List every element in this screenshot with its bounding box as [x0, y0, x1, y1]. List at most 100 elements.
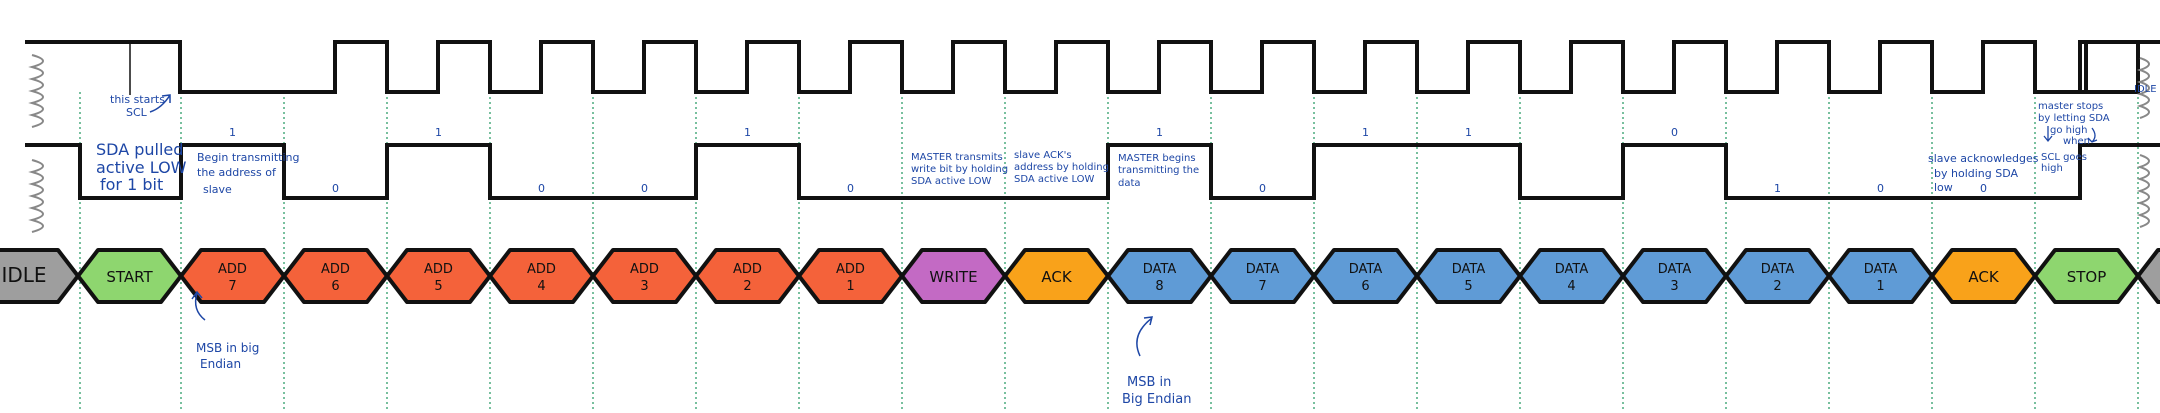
bit-value-label: 0: [641, 182, 648, 195]
note-line: active LOW: [96, 158, 187, 177]
note-line: by holding SDA: [1934, 167, 2018, 180]
bit-value-label: 0: [847, 182, 854, 195]
segment-label: WRITE: [929, 268, 977, 286]
bit-value-label: 1: [744, 126, 751, 139]
note-line: address by holding: [1014, 162, 1109, 173]
note-line: MASTER transmits: [911, 152, 1003, 163]
bit-value-label: 1: [1156, 126, 1163, 139]
scl-waveform: [25, 40, 2160, 94]
scl-start-note: this starts SCL: [110, 93, 171, 119]
right-break-squiggle-bottom: [2136, 154, 2150, 228]
bit-value-label: 1: [1362, 126, 1369, 139]
idle-right-note: IDLE: [2134, 84, 2157, 95]
note-line: the address of: [197, 166, 277, 179]
segment-label: STOP: [2067, 268, 2107, 286]
note-line: write bit by holding: [911, 164, 1008, 175]
slave-ack-note: slave ACK's address by holding SDA activ…: [1014, 150, 1109, 185]
master-write-note: MASTER transmits write bit by holding SD…: [911, 152, 1008, 187]
segment-idle-tail: [2136, 248, 2160, 304]
note-line: low: [1934, 181, 1953, 194]
arrow-icon: [191, 290, 206, 321]
note-line: Big Endian: [1122, 392, 1191, 407]
bit-value-label: 1: [229, 126, 236, 139]
left-break-squiggle-bottom: [28, 159, 44, 233]
note-line: Begin transmitting: [197, 151, 300, 164]
note-line: MSB in big: [196, 341, 259, 355]
note-line: slave ACK's: [1014, 150, 1072, 161]
note-line: this starts: [110, 93, 165, 106]
bit-value-label: 1: [435, 126, 442, 139]
sda-waveform: [25, 143, 2160, 200]
note-line: MASTER begins: [1118, 153, 1196, 164]
note-line: go high: [2050, 125, 2087, 136]
segment-stop: STOP: [2033, 248, 2140, 304]
segment-write: WRITE: [900, 248, 1007, 304]
segment-label: ACK: [1041, 268, 1072, 286]
right-break-squiggle-top: [2136, 57, 2150, 119]
arrow-icon: [2043, 126, 2053, 143]
segment-idle: IDLE: [0, 248, 80, 304]
note-line: transmitting the: [1118, 165, 1199, 176]
bit-value-label: 0: [1671, 126, 1678, 139]
note-line: high: [2041, 163, 2063, 174]
arrow-icon: [2087, 127, 2098, 143]
segment-label: ACK: [1968, 268, 1999, 286]
segment-label: IDLE: [1, 263, 46, 287]
note-line: when: [2063, 136, 2090, 147]
msb-address-note: MSB in big Endian: [191, 290, 259, 371]
note-line: by letting SDA: [2038, 113, 2110, 124]
note-line: Endian: [200, 357, 241, 371]
bit-value-label: 0: [538, 182, 545, 195]
bit-value-label: 0: [1877, 182, 1884, 195]
note-line: SDA active LOW: [1014, 174, 1095, 185]
bit-value-label: 0: [1259, 182, 1266, 195]
note-line: SDA pulled: [96, 140, 183, 159]
sda-pulled-note: SDA pulled active LOW for 1 bit: [96, 140, 187, 194]
slave-ack-data-note: slave acknowledges by holding SDA low: [1928, 152, 2039, 194]
arrow-icon: [1136, 316, 1153, 357]
segment-ack: ACK: [1930, 248, 2037, 304]
svg-text:SCL: SCL: [126, 106, 148, 119]
note-line: SCL goes: [2041, 152, 2087, 163]
master-data-note: MASTER begins transmitting the data: [1118, 153, 1199, 189]
bit-value-label: 1: [1465, 126, 1472, 139]
note-line: for 1 bit: [100, 175, 163, 194]
segment-hexagon: [2136, 248, 2160, 304]
left-break-squiggle-top: [28, 54, 44, 128]
note-line: slave: [203, 183, 232, 196]
bit-value-label: 1: [1774, 182, 1781, 195]
segment-label: START: [106, 268, 153, 286]
note-line: master stops: [2038, 101, 2103, 112]
arrow-icon: [149, 94, 171, 113]
master-stop-note: master stops by letting SDA go high when…: [2038, 101, 2110, 174]
bit-guide-lines: [79, 92, 2139, 410]
note-line: MSB in: [1127, 375, 1171, 390]
